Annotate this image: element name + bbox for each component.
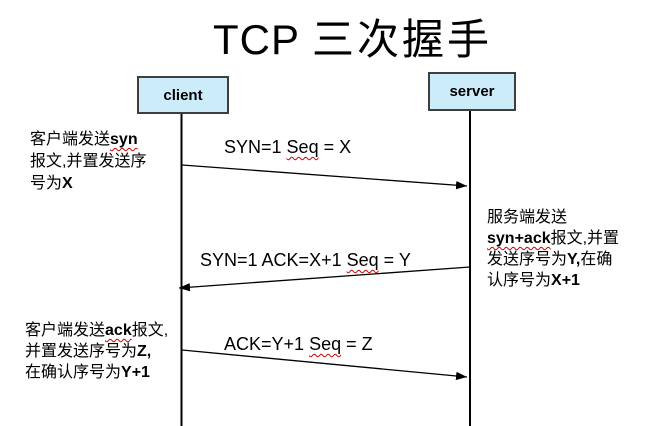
client-ack-annotation-y1: Y+1 <box>121 364 150 381</box>
syn-ack-message-post: = Y <box>378 250 411 270</box>
client-syn-annotation: 客户端发送syn 报文,并置发送序号为X <box>30 129 188 195</box>
server-box: server <box>428 72 516 111</box>
syn-message-seq-word: Seq <box>286 137 319 157</box>
ack-arrow <box>181 349 468 381</box>
server-box-label: server <box>449 83 495 100</box>
page-title-latin: TCP <box>213 16 300 63</box>
syn-message-post: = X <box>318 137 352 157</box>
server-synack-annotation-synack: syn+ack <box>487 230 551 247</box>
syn-message-pre: SYN=1 <box>224 137 287 157</box>
client-box-label: client <box>163 86 203 104</box>
server-synack-annotation-text: 发送序号为 <box>487 251 568 268</box>
client-ack-annotation-text: 报文, <box>131 322 169 339</box>
client-ack-annotation: 客户端发送ack报文, 并置发送序号为Z, 在确认序号为Y+1 <box>25 320 203 383</box>
client-syn-annotation-x: X <box>62 175 73 192</box>
client-syn-annotation-syn: syn <box>110 131 138 148</box>
client-ack-annotation-text: 并置发送序号为 <box>25 343 138 360</box>
syn-arrow <box>181 164 468 190</box>
syn-ack-arrow <box>178 266 471 292</box>
client-box: client <box>137 76 229 114</box>
page-title-cjk: 三次握手 <box>311 18 492 64</box>
syn-ack-message-pre: SYN=1 ACK=X+1 <box>200 250 347 270</box>
server-synack-annotation-y: Y, <box>567 251 581 268</box>
server-synack-annotation-text: 认序号为 <box>487 272 552 289</box>
server-synack-annotation-text: 服务端发送 <box>487 209 568 226</box>
client-ack-annotation-text: 在确认序号为 <box>25 364 122 381</box>
ack-message-seq-word: Seq <box>309 334 342 354</box>
server-synack-annotation-text: 报文,并置 <box>550 230 620 247</box>
syn-message-label: SYN=1 Seq = X <box>224 137 351 158</box>
syn-ack-message-label: SYN=1 ACK=X+1 Seq = Y <box>200 250 411 271</box>
server-synack-annotation-text: 在确 <box>580 251 613 268</box>
ack-message-post: = Z <box>341 334 373 354</box>
syn-ack-message-seq-word: Seq <box>346 250 379 270</box>
server-synack-annotation: 服务端发送 syn+ack报文,并置发送序号为Y,在确认序号为X+1 <box>487 207 663 291</box>
client-syn-annotation-text: 客户端发送 <box>30 131 111 148</box>
client-syn-annotation-text: 号为 <box>30 175 63 192</box>
page-title: TCP 三次握手 <box>40 6 665 67</box>
server-synack-annotation-x1: X+1 <box>551 272 580 289</box>
ack-message-pre: ACK=Y+1 <box>224 334 310 354</box>
client-ack-annotation-ack: ack <box>105 322 132 339</box>
client-syn-annotation-text: 报文,并置发送序 <box>30 153 147 170</box>
ack-message-label: ACK=Y+1 Seq = Z <box>224 334 373 355</box>
client-ack-annotation-z: Z, <box>137 343 152 360</box>
client-ack-annotation-text: 客户端发送 <box>25 322 106 339</box>
